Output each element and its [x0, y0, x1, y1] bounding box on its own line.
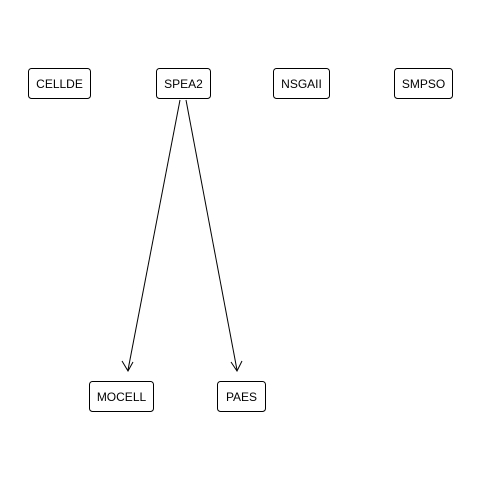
node-mocell: MOCELL: [89, 381, 154, 412]
nodes-layer: CELLDE SPEA2 NSGAII SMPSO MOCELL PAES: [28, 68, 453, 412]
node-cellde-box: [28, 68, 91, 99]
edge-spea2-to-paes-arrowhead: [230, 360, 243, 372]
node-nsgaii-label: NSGAII: [281, 77, 322, 91]
node-paes-label: PAES: [226, 390, 257, 404]
node-smpso-label: SMPSO: [402, 77, 445, 91]
node-nsgaii-box: [273, 68, 330, 99]
edges-layer: [121, 99, 243, 372]
edge-spea2-to-mocell-arrowhead: [121, 360, 134, 372]
edge-spea2-to-mocell: [127, 99, 181, 371]
node-cellde: CELLDE: [28, 68, 91, 99]
node-nsgaii: NSGAII: [273, 68, 330, 99]
node-mocell-box: [89, 381, 154, 412]
node-spea2: SPEA2: [156, 68, 211, 99]
node-cellde-label: CELLDE: [36, 77, 83, 91]
node-paes: PAES: [217, 381, 266, 412]
node-mocell-label: MOCELL: [97, 390, 147, 404]
node-spea2-label: SPEA2: [164, 77, 203, 91]
edge-spea2-to-paes: [185, 99, 238, 371]
node-smpso: SMPSO: [394, 68, 453, 99]
node-smpso-box: [394, 68, 453, 99]
node-paes-box: [217, 381, 266, 412]
node-spea2-box: [156, 68, 211, 99]
